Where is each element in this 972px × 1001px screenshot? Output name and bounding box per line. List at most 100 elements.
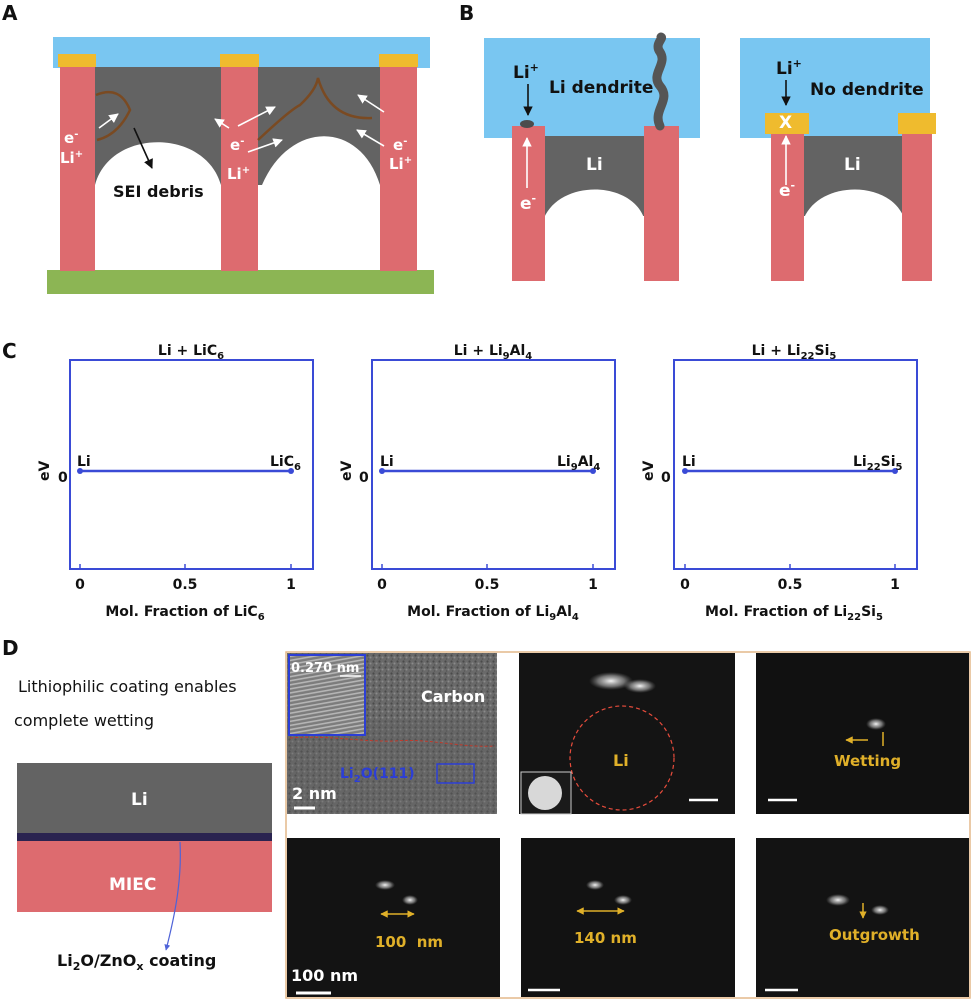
ion-label-b-left: Li+: [513, 61, 539, 83]
y-zero-label: 0: [661, 470, 671, 486]
electron-label-b-right: e-: [779, 179, 795, 201]
pillar-b-left-1: [512, 126, 545, 281]
no-dendrite-label: No dendrite: [810, 80, 924, 100]
dimension-140-label: 140 nm: [574, 929, 637, 947]
point-label-compound: Li9Al4: [557, 454, 600, 473]
pillar-left: [60, 63, 95, 271]
caption-line-2: complete wetting: [14, 711, 154, 730]
arrow-mid-up2: [237, 106, 276, 127]
coating-layer: [17, 833, 272, 841]
sei-cap-right: [379, 54, 418, 67]
data-point-compound: [892, 468, 898, 474]
point-label-li: Li: [77, 454, 91, 470]
li-label-b-right: Li: [844, 155, 861, 175]
x-axis-label: Mol. Fraction of Li9Al4: [407, 604, 579, 623]
pillar-right: [380, 63, 417, 271]
x-axis-label: Mol. Fraction of Li22Si5: [705, 604, 883, 623]
lattice-spacing-label: 0.270 nm: [291, 661, 359, 676]
li2o-label: Li2O(111): [340, 766, 415, 785]
pillar-b-left-2: [644, 126, 679, 281]
void-right: [804, 189, 904, 218]
wetting-label: Wetting: [834, 752, 901, 770]
panel-b-left-schematic: Li+ Li dendrite Li e-: [484, 32, 700, 281]
x-tick-label-1: 1: [588, 577, 598, 593]
sei-cap-b-right-2: [898, 113, 936, 134]
frame-outgrowth: Outgrowth: [756, 838, 969, 997]
li-nucleus: [520, 120, 534, 128]
data-point-compound: [590, 468, 596, 474]
outgrowth-label: Outgrowth: [829, 926, 920, 944]
panel-label-d: D: [2, 636, 19, 660]
data-point-li: [379, 468, 385, 474]
dendrite-label: Li dendrite: [549, 78, 653, 98]
scale-100nm-label: 100 nm: [291, 966, 358, 985]
panel-a-schematic: e- Li+ e- Li+ e- Li+ SEI debris: [47, 37, 434, 294]
y-axis-label: eV: [641, 461, 657, 481]
data-point-li: [682, 468, 688, 474]
chart-title: Li + Li9Al4: [454, 343, 533, 362]
x-tick-label-1: 1: [286, 577, 296, 593]
y-axis-label: eV: [37, 461, 53, 481]
li-layer-label: Li: [131, 790, 148, 810]
sei-cap-left: [58, 54, 96, 67]
sei-debris-pointer: [133, 127, 153, 169]
sei-cap-b-right-1: [765, 113, 809, 134]
li-label-b-left: Li: [586, 155, 603, 175]
interface-line: [289, 736, 496, 747]
dimension-100-label: 100 nm: [375, 933, 443, 951]
chart-li-li22si5: Li + Li22Si5 eV 0 Li Li22Si5 0 0.5 1 Mol…: [641, 343, 918, 623]
li-particle-outline: [569, 705, 675, 811]
x-tick-label-0: 0: [680, 577, 690, 593]
y-zero-label: 0: [359, 470, 369, 486]
ion-label-left: Li+: [60, 149, 83, 167]
li-frame-label: Li: [613, 751, 629, 770]
coating-pointer: [164, 841, 181, 951]
ion-label-right: Li+: [389, 155, 412, 173]
chart-li-lic6: Li + LiC6 eV 0 Li LiC6 0 0.5 1 Mol. Frac…: [37, 343, 314, 623]
panel-label-a: A: [2, 1, 18, 25]
data-point-li: [77, 468, 83, 474]
miec-layer-label: MIEC: [109, 875, 156, 895]
chart-li-li9al4: Li + Li9Al4 eV 0 Li Li9Al4 0 0.5 1 Mol. …: [339, 343, 616, 623]
panel-label-c: C: [2, 339, 17, 363]
y-zero-label: 0: [58, 470, 68, 486]
coating-schematic: Li MIEC Li2O/ZnOx coating: [17, 763, 272, 973]
void-left: [544, 189, 644, 218]
sei-debris-left: [95, 90, 132, 142]
arrow-left: [98, 113, 119, 129]
chart-title: Li + LiC6: [158, 343, 224, 362]
y-axis-label: eV: [339, 461, 355, 481]
electron-label-left: e-: [64, 129, 78, 147]
x-tick-label-0: 0: [377, 577, 387, 593]
arrow-right-up: [357, 94, 385, 113]
point-label-compound: Li22Si5: [853, 454, 903, 473]
ion-label-b-right: Li+: [776, 57, 802, 79]
plot-frame: [371, 359, 616, 570]
x-axis-label: Mol. Fraction of LiC6: [105, 604, 264, 623]
substrate: [47, 270, 434, 294]
frame-100nm: 100 nm 100 nm: [287, 838, 500, 997]
pillar-b-right-1: [771, 126, 804, 281]
point-label-li: Li: [682, 454, 696, 470]
pillar-b-right-2: [902, 126, 932, 281]
dendrite: [652, 32, 669, 131]
sei-cap-middle: [220, 54, 259, 67]
point-label-compound: LiC6: [270, 454, 301, 473]
sei-debris-label: SEI debris: [113, 182, 204, 201]
ion-label-mid: Li+: [227, 165, 250, 183]
chart-title: Li + Li22Si5: [752, 343, 837, 362]
pillar-middle: [221, 63, 258, 271]
li2o-box: [436, 763, 475, 784]
panel-label-b: B: [459, 1, 474, 25]
arrow-mid-low: [247, 138, 283, 153]
tem-image: 0.270 nm Carbon Li2O(111) 2 nm: [287, 653, 497, 814]
sei-debris-middle: [257, 77, 373, 141]
caption-line-1: Lithiophilic coating enables: [18, 677, 237, 696]
electron-label-mid: e-: [230, 136, 244, 154]
plot-frame: [673, 359, 918, 570]
x-tick-label-05: 0.5: [778, 577, 803, 593]
electron-label-right: e-: [393, 136, 407, 154]
x-tick-label-05: 0.5: [173, 577, 198, 593]
plot-frame: [69, 359, 314, 570]
